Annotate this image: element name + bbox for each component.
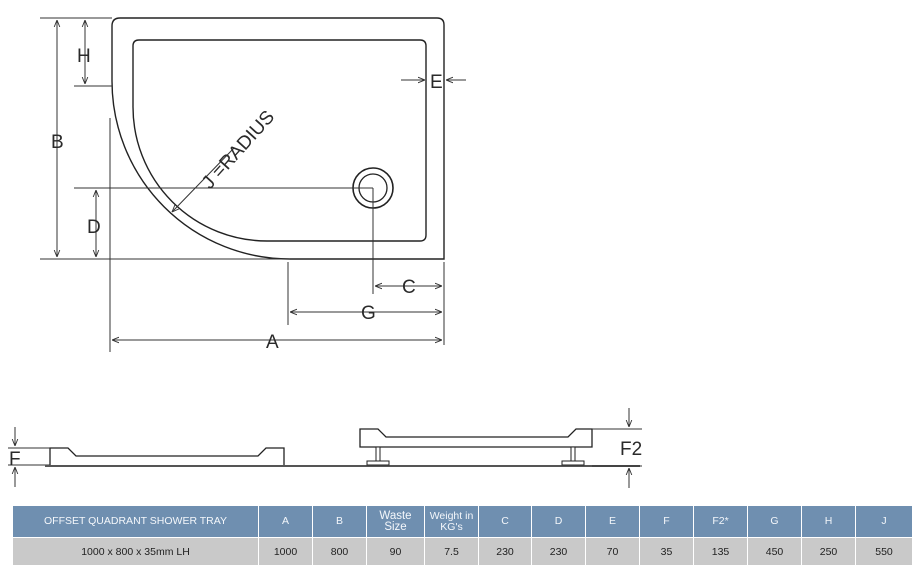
header-g: G	[747, 505, 802, 538]
cell-weight: 7.5	[424, 537, 479, 566]
header-product: OFFSET QUADRANT SHOWER TRAY	[12, 505, 259, 538]
label-g: G	[361, 303, 376, 324]
elevation-standard: F	[8, 427, 285, 487]
cell-e: 70	[585, 537, 640, 566]
cell-g: 450	[747, 537, 802, 566]
header-b: B	[312, 505, 367, 538]
label-f2: F2	[620, 439, 642, 460]
label-e: E	[430, 72, 443, 93]
table-row: 1000 x 800 x 35mm LH 1000 800 90 7.5 230…	[12, 537, 913, 566]
cell-f2: 135	[693, 537, 748, 566]
riser-leg-left	[375, 446, 381, 462]
label-b: B	[51, 132, 64, 153]
label-f: F	[9, 449, 21, 470]
cell-j: 550	[855, 537, 913, 566]
header-f2: F2*	[693, 505, 748, 538]
elevation-riser: F2	[359, 408, 642, 488]
radius-leader	[172, 147, 235, 212]
plan-view: H B D E J =RADIUS C G A	[40, 17, 466, 353]
cell-b: 800	[312, 537, 367, 566]
cell-a: 1000	[258, 537, 313, 566]
header-a: A	[258, 505, 313, 538]
riser-leg-right	[570, 446, 576, 462]
label-c: C	[402, 277, 416, 298]
label-j-radius: J =RADIUS	[198, 107, 279, 194]
header-e: E	[585, 505, 640, 538]
tray-profile-raised	[359, 428, 593, 448]
cell-waste-size: 90	[366, 537, 425, 566]
specification-table: OFFSET QUADRANT SHOWER TRAY A B Waste Si…	[12, 505, 913, 566]
header-waste-size: Waste Size	[366, 505, 425, 538]
table-header-row: OFFSET QUADRANT SHOWER TRAY A B Waste Si…	[12, 505, 913, 538]
cell-h: 250	[801, 537, 856, 566]
cell-c: 230	[478, 537, 532, 566]
header-c: C	[478, 505, 532, 538]
header-h: H	[801, 505, 856, 538]
cell-product: 1000 x 800 x 35mm LH	[12, 537, 259, 566]
header-f: F	[639, 505, 694, 538]
riser-foot-left	[366, 460, 390, 466]
tray-outline	[111, 17, 445, 260]
label-d: D	[87, 217, 101, 238]
header-d: D	[531, 505, 586, 538]
header-j: J	[855, 505, 913, 538]
tray-recess	[132, 39, 427, 242]
header-weight: Weight in KG's	[424, 505, 479, 538]
tray-profile-low	[49, 447, 285, 465]
cell-f: 35	[639, 537, 694, 566]
riser-foot-right	[561, 460, 585, 466]
label-a: A	[266, 332, 279, 353]
cell-d: 230	[531, 537, 586, 566]
label-h: H	[77, 46, 91, 67]
